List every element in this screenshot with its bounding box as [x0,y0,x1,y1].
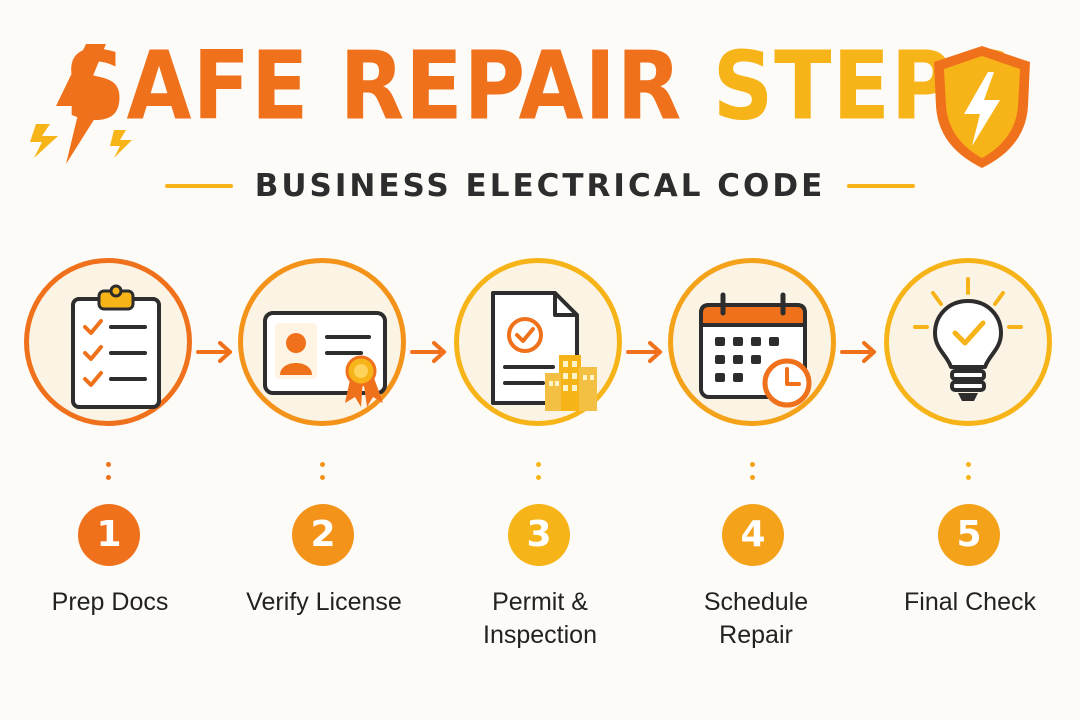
lightbulb-check-icon [913,277,1023,401]
lightning-bolt-icon [30,44,132,164]
dotted-connector [320,462,326,488]
header: SAFE REPAIR STEPS BUSINESS ELECTRICAL CO… [0,0,1080,220]
arrow-right-icon [626,341,662,363]
step-1-label: Prep Docs [51,588,169,616]
step-3-number-badge: 3 [508,504,570,566]
dotted-connector [750,462,756,488]
step-2-number-badge: 2 [292,504,354,566]
step-3-circle [454,258,622,426]
subtitle-divider-left [164,184,233,188]
arrow-right-icon [196,341,232,363]
step-4-label: Schedule Repair [703,588,809,649]
step-5-number-badge: 5 [938,504,1000,566]
clipboard-checklist-icon [71,284,161,409]
dotted-connector [536,462,542,488]
calendar-clock-icon [699,292,812,408]
step-5-circle [884,258,1052,426]
step-1-number-badge: 1 [78,504,140,566]
step-5-label: Final Check [904,588,1036,616]
page-title: SAFE REPAIR STEPS [0,30,1080,142]
step-1-circle [24,258,192,426]
license-card-icon [263,311,387,407]
step-2-circle [238,258,406,426]
subtitle-divider-right [847,184,916,188]
step-2-label: Verify License [246,588,402,616]
step-4-number-badge: 4 [722,504,784,566]
dotted-connector [106,462,112,488]
arrow-right-icon [840,341,876,363]
permit-document-icon [491,291,597,411]
step-3-label: Permit & Inspection [483,588,597,649]
subtitle-row: BUSINESS ELECTRICAL CODE [0,166,1080,206]
title-part-1: SAFE REPAIR [65,31,683,141]
subtitle: BUSINESS ELECTRICAL CODE [254,168,826,204]
shield-lightning-icon [934,46,1030,168]
dotted-connector [966,462,972,488]
step-4-circle [668,258,836,426]
arrow-right-icon [410,341,446,363]
